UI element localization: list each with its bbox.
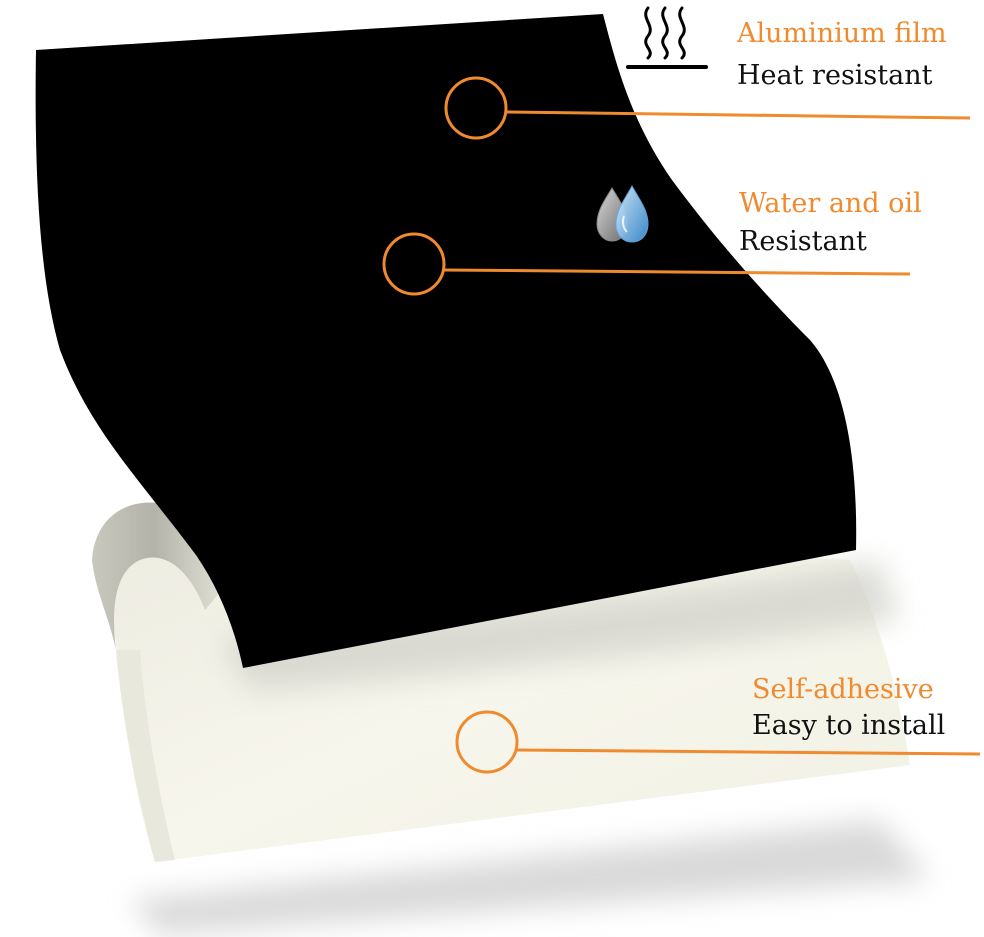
backing-shadow [130,820,930,935]
callout-water-oil-resistant [382,232,911,296]
water-drops-icon [596,184,649,243]
callout-heat-resistant [444,76,971,140]
film-shadow [220,560,900,690]
callout-marker-ring [455,710,519,774]
feature-title-self-adhesive: Self-adhesive [752,674,934,705]
callout-marker-ring [444,76,508,140]
feature-title-aluminium-film: Aluminium film [737,18,947,49]
aluminium-film-sheet [35,14,857,668]
callout-leader-line [516,748,981,756]
feature-subtitle-resistant: Resistant [739,226,867,257]
callout-marker-ring [382,232,446,296]
heat-waves-icon [626,6,708,69]
callout-leader-line [505,110,971,120]
feature-subtitle-heat-resistant: Heat resistant [737,60,933,91]
feature-title-water-and-oil: Water and oil [739,188,922,219]
callout-self-adhesive [455,710,981,774]
callout-leader-line [443,268,911,276]
backing-edge-shade [116,650,175,862]
feature-subtitle-easy-to-install: Easy to install [752,710,946,741]
